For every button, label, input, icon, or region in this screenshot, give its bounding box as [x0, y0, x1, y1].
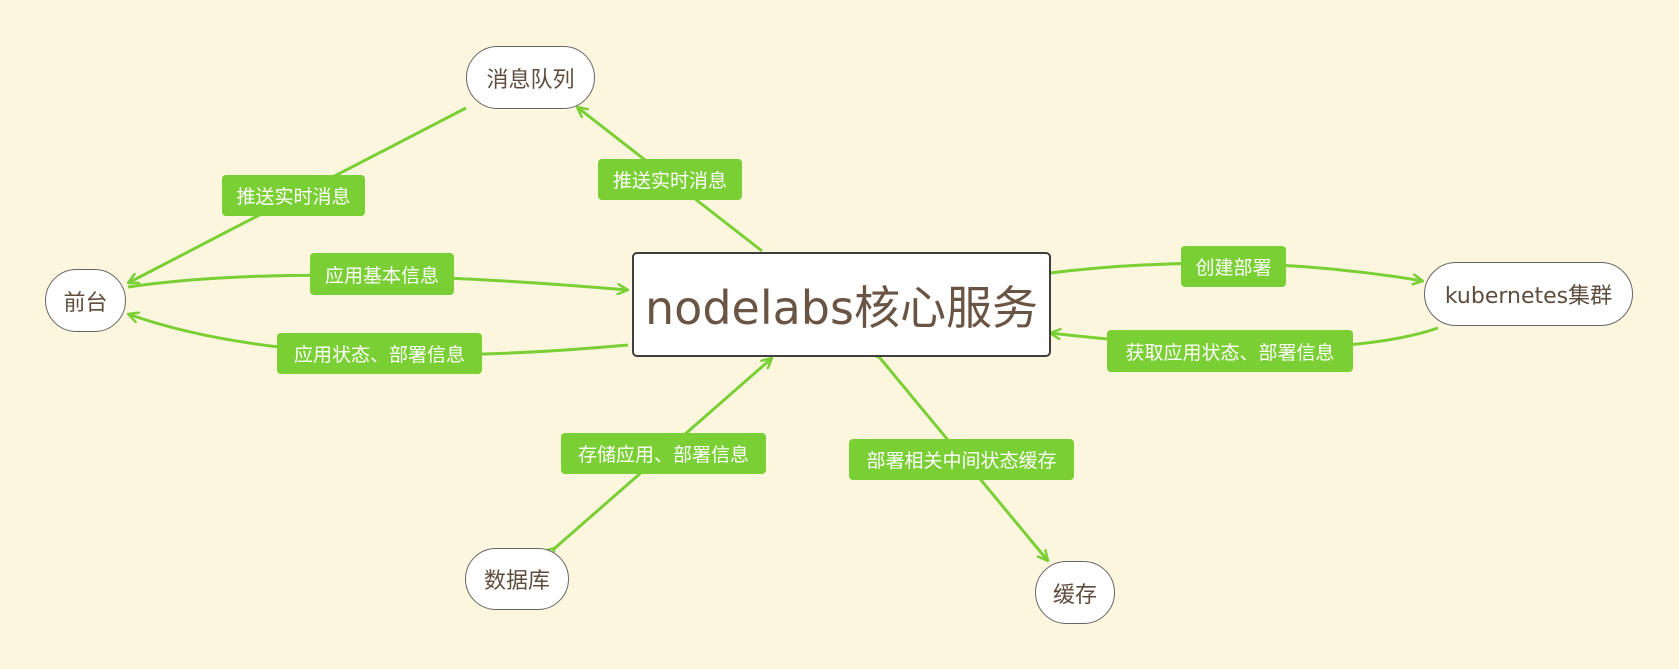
node-frontend: 前台 [45, 269, 126, 332]
label-core-to-k8s: 创建部署 [1181, 246, 1286, 287]
label-core-to-mq: 推送实时消息 [598, 159, 742, 200]
label-frontend-to-core: 应用基本信息 [310, 253, 454, 295]
node-message-queue: 消息队列 [466, 46, 595, 109]
label-core-to-frontend: 应用状态、部署信息 [277, 333, 482, 374]
label-core-cache: 部署相关中间状态缓存 [849, 439, 1074, 480]
label-k8s-to-core: 获取应用状态、部署信息 [1107, 330, 1353, 372]
label-mq-to-frontend: 推送实时消息 [222, 175, 365, 216]
node-cache: 缓存 [1035, 561, 1115, 624]
node-nodelabs-core: nodelabs核心服务 [632, 252, 1051, 357]
label-core-db: 存储应用、部署信息 [561, 433, 766, 474]
node-database: 数据库 [465, 548, 569, 610]
node-kubernetes-cluster: kubernetes集群 [1424, 262, 1633, 326]
